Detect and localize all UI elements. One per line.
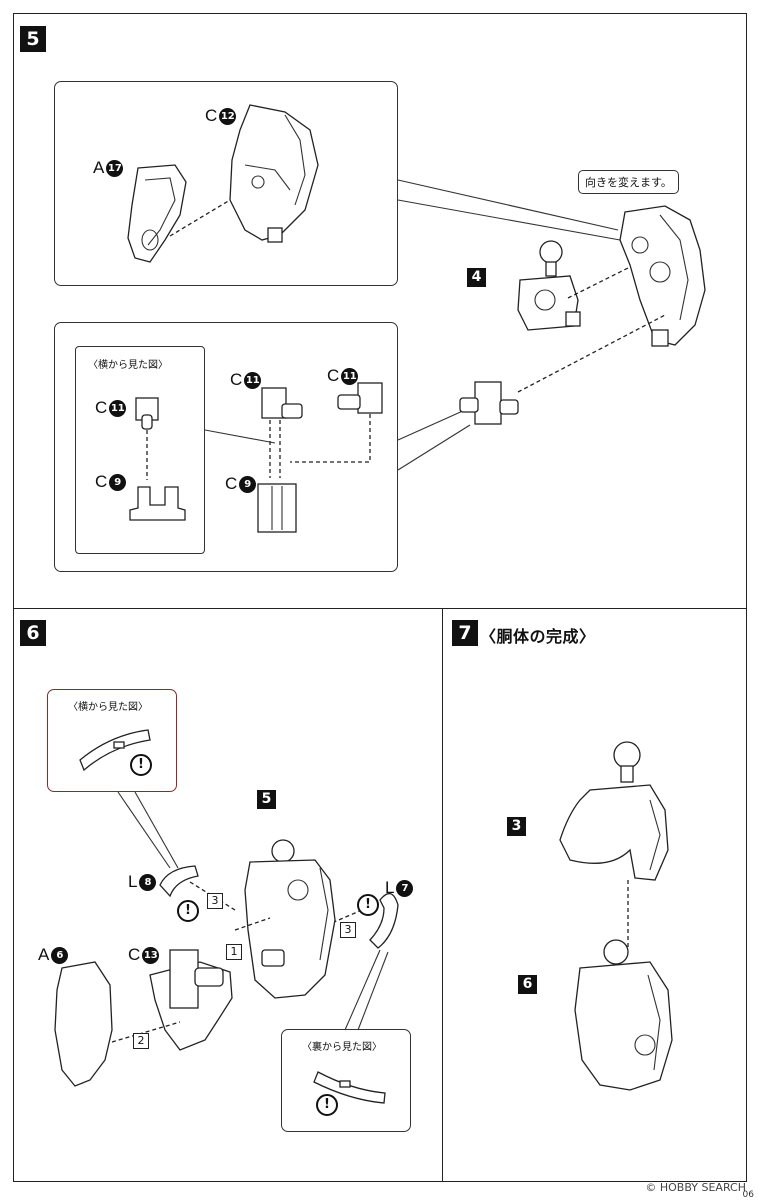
part-l7-drawing [369, 893, 399, 949]
completed-lower-torso [574, 939, 673, 1091]
back-view-part-7 [313, 1071, 386, 1104]
back-view-label: 〈裏から見た図〉 [302, 1042, 382, 1053]
caution-icon-l7: ! [357, 894, 379, 916]
step-7-panel [442, 608, 747, 1182]
order-step-3-left: 3 [207, 893, 223, 909]
caution-icon-l8: ! [177, 900, 199, 922]
side-view-part-6 [79, 729, 151, 772]
order-step-3-right: 3 [340, 922, 356, 938]
page-number: 06 [742, 1190, 754, 1200]
order-step-2: 2 [133, 1033, 149, 1049]
part-c13-drawing [149, 949, 233, 1051]
step-5-number: 5 [20, 26, 46, 52]
caution-icon-side: ! [130, 754, 152, 776]
part-a17-drawing [127, 164, 187, 263]
caution-icon-back: ! [316, 1094, 338, 1116]
step-7-title: 〈胴体の完成〉 [480, 627, 596, 646]
c11-parts-drawing [261, 382, 383, 419]
step-7-number: 7 [452, 620, 478, 646]
part-l8-drawing [159, 865, 199, 898]
side-view-label-6: 〈横から見た図〉 [68, 702, 148, 713]
step-6-number: 6 [20, 620, 46, 646]
side-view-label: 〈横から見た図〉 [88, 360, 168, 371]
watermark-logo: © HOBBY SEARCH [645, 1181, 746, 1194]
subassembly-4: 4 [467, 268, 486, 287]
subassembly-3: 3 [507, 817, 526, 836]
orientation-note: 向きを変えます。 [578, 170, 679, 194]
part-a6-drawing [54, 961, 113, 1087]
torso-front-drawing [619, 205, 706, 347]
order-step-1: 1 [226, 944, 242, 960]
ball-joint-drawing [517, 240, 581, 331]
c11-side-drawing [135, 397, 159, 430]
subassembly-5: 5 [257, 790, 276, 809]
torso-assembly-drawing [244, 839, 336, 999]
completed-upper-torso [559, 741, 669, 881]
part-c12-drawing [229, 104, 319, 243]
joint-peg-drawing [459, 381, 519, 425]
subassembly-6: 6 [518, 975, 537, 994]
